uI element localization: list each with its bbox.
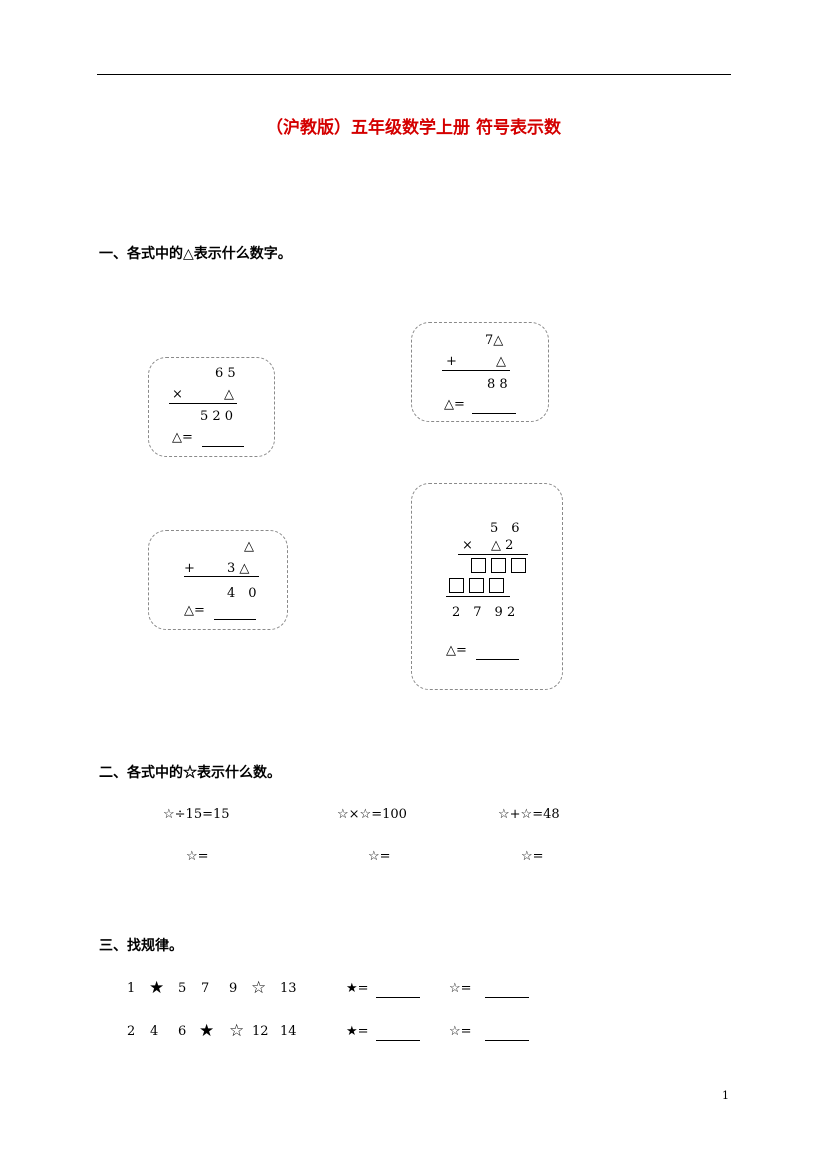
equation-3: ☆+☆=48 xyxy=(498,807,560,822)
box-a-top: 6 5 xyxy=(215,366,236,381)
box-d-top: 5 6 xyxy=(490,521,520,536)
box-b-blank[interactable] xyxy=(472,413,516,414)
box-d-blank[interactable] xyxy=(476,659,519,660)
box-d-answer: △= xyxy=(446,643,467,658)
pattern-1-item: 1 xyxy=(127,981,136,996)
pattern-1-item: 5 xyxy=(178,981,187,996)
box-c-addend: 3 △ xyxy=(227,561,250,576)
pattern-2-item: 2 xyxy=(127,1024,136,1039)
section2-heading: 二、各式中的☆表示什么数。 xyxy=(99,765,281,781)
box-a-answer: △= xyxy=(172,430,193,445)
pattern-2-item: 4 xyxy=(150,1024,159,1039)
box-d-rule-2 xyxy=(446,596,510,597)
box-c-op: + xyxy=(184,561,195,576)
box-c-result: 4 0 xyxy=(227,586,257,601)
box-d-rule-1 xyxy=(458,554,528,555)
pattern-2-black-answer: ★= xyxy=(346,1024,369,1039)
pattern-1-white-blank[interactable] xyxy=(485,997,529,998)
box-a-rule xyxy=(169,403,237,404)
pattern-2-white-answer: ☆= xyxy=(449,1024,472,1039)
problem-box-c xyxy=(148,530,288,630)
box-d-result: 2 7 9 2 xyxy=(452,605,516,620)
pattern-2-item: 12 xyxy=(252,1024,269,1039)
box-a-result: 5 2 0 xyxy=(200,409,234,424)
pattern-2-white-star: ☆ xyxy=(229,1021,245,1041)
pattern-2-black-blank[interactable] xyxy=(376,1040,420,1041)
box-b-result: 8 8 xyxy=(487,377,508,392)
problem-box-a xyxy=(148,357,275,457)
digit-box[interactable] xyxy=(491,558,506,573)
digit-box[interactable] xyxy=(511,558,526,573)
problem-box-b xyxy=(411,322,549,422)
pattern-1-item: 7 xyxy=(201,981,210,996)
pattern-2-item: 6 xyxy=(178,1024,187,1039)
pattern-1-item: 13 xyxy=(280,981,297,996)
box-d-op: × xyxy=(462,538,473,553)
digit-box[interactable] xyxy=(469,578,484,593)
problem-box-d xyxy=(411,483,563,690)
header-rule xyxy=(97,74,731,75)
box-d-mult: △ 2 xyxy=(491,538,514,553)
page-number: 1 xyxy=(722,1089,729,1102)
pattern-2-white-blank[interactable] xyxy=(485,1040,529,1041)
section3-heading: 三、找规律。 xyxy=(99,938,183,954)
pattern-1-item: 9 xyxy=(229,981,238,996)
box-b-op: + xyxy=(446,354,457,369)
pattern-1-white-answer: ☆= xyxy=(449,981,472,996)
box-b-top: 7△ xyxy=(485,333,504,348)
equation-2: ☆×☆=100 xyxy=(337,807,407,822)
digit-box[interactable] xyxy=(471,558,486,573)
section1-heading: 一、各式中的△表示什么数字。 xyxy=(99,246,292,262)
pattern-2-black-star: ★ xyxy=(199,1021,215,1041)
box-a-op: × xyxy=(172,387,183,402)
digit-box[interactable] xyxy=(489,578,504,593)
box-b-answer: △= xyxy=(444,397,465,412)
page-title: （沪教版）五年级数学上册 符号表示数 xyxy=(266,118,561,138)
pattern-1-black-blank[interactable] xyxy=(376,997,420,998)
box-c-top: △ xyxy=(244,539,254,554)
box-b-sym: △ xyxy=(496,354,506,369)
answer-1: ☆= xyxy=(186,849,209,864)
pattern-1-white-star: ☆ xyxy=(251,978,267,998)
box-a-sym: △ xyxy=(224,387,234,402)
box-b-rule xyxy=(442,370,510,371)
pattern-1-black-answer: ★= xyxy=(346,981,369,996)
box-c-answer: △= xyxy=(184,603,205,618)
box-a-blank[interactable] xyxy=(202,446,244,447)
box-c-blank[interactable] xyxy=(214,619,256,620)
pattern-2-item: 14 xyxy=(280,1024,297,1039)
box-c-rule xyxy=(184,576,259,577)
pattern-1-black-star: ★ xyxy=(149,978,165,998)
answer-2: ☆= xyxy=(368,849,391,864)
equation-1: ☆÷15=15 xyxy=(163,807,230,822)
digit-box[interactable] xyxy=(449,578,464,593)
answer-3: ☆= xyxy=(521,849,544,864)
